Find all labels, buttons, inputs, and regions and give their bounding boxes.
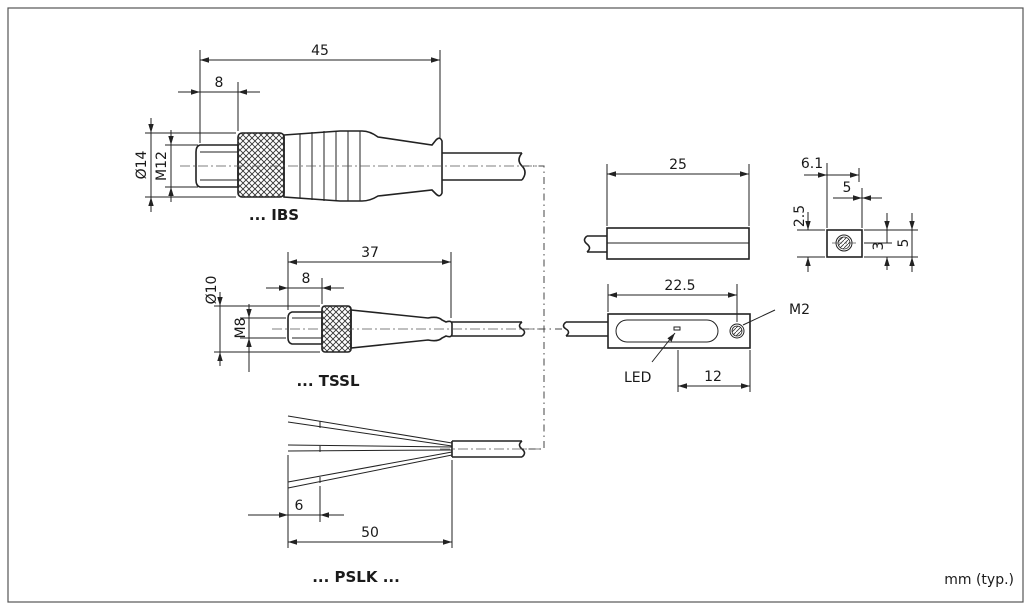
sensor-top-length-label: 25: [669, 157, 687, 173]
end-width-label: 6.1: [801, 156, 823, 172]
ibs-thread-length-label: 8: [215, 75, 224, 91]
tssl-dimensions: [214, 252, 452, 372]
ibs-dimensions: [145, 50, 441, 212]
units-note: mm (typ.): [944, 572, 1014, 588]
pslk-caption: ... PSLK ...: [312, 568, 400, 586]
sensor-top-view: [583, 164, 750, 260]
ibs-connector: [180, 130, 540, 202]
sensor-led-offset-label: 12: [704, 369, 722, 385]
pslk-strip-label: 6: [295, 498, 304, 514]
end-height-mid-label: 3: [871, 242, 887, 251]
pslk-cable: [287, 415, 540, 489]
screw-label: M2: [789, 302, 810, 318]
sensor-side-length-label: 22.5: [664, 278, 695, 294]
tssl-thread-length-label: 8: [302, 271, 311, 287]
pslk-length-label: 50: [361, 525, 379, 541]
tssl-diameter-label: Ø10: [204, 276, 220, 305]
cable-link-line: [522, 165, 545, 450]
tssl-length-label: 37: [361, 245, 379, 261]
border: [7, 7, 1024, 603]
tssl-connector: [272, 305, 540, 353]
end-height-right-label: 5: [896, 239, 912, 248]
tssl-thread-label: M8: [233, 318, 249, 339]
pslk-dimensions: [248, 455, 453, 548]
ibs-diameter-label: Ø14: [134, 150, 150, 179]
led-label: LED: [624, 370, 651, 386]
sensor-side-view: [562, 284, 776, 392]
tssl-caption: ... TSSL: [296, 372, 359, 390]
ibs-caption: ... IBS: [249, 206, 299, 224]
end-inner-width-label: 5: [843, 180, 852, 196]
end-height-left-label: 2.5: [792, 205, 808, 227]
ibs-thread-label: M12: [154, 151, 170, 181]
sensor-end-view: [797, 163, 918, 272]
ibs-length-label: 45: [311, 43, 329, 59]
